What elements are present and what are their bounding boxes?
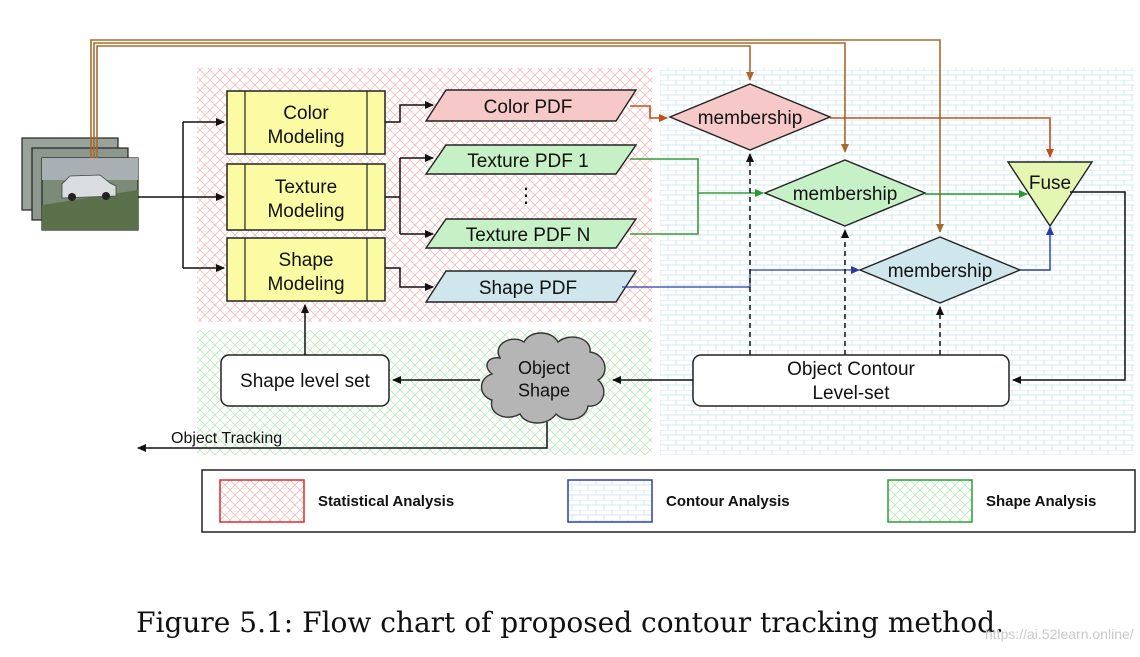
color-pdf-node: Color PDF xyxy=(424,89,638,122)
object-tracking-arrow xyxy=(137,422,548,452)
input-branch-arrows xyxy=(138,118,225,272)
figure-caption: Figure 5.1: Flow chart of proposed conto… xyxy=(136,606,1004,639)
watermark: https://ai.52learn.online/ xyxy=(985,626,1134,642)
legend-statistical-label: Statistical Analysis xyxy=(318,493,454,510)
membership-color-label: membership xyxy=(698,108,803,129)
fuse-to-contour-arrow xyxy=(1012,191,1126,384)
texture-pdf-1-label: Texture PDF 1 xyxy=(467,151,588,172)
contour-feedback-dashed xyxy=(746,153,944,355)
shape-pdf-label: Shape PDF xyxy=(479,278,577,299)
membership-texture-label: membership xyxy=(793,184,898,205)
color-pdf-label: Color PDF xyxy=(484,97,573,118)
legend-contour-label: Contour Analysis xyxy=(666,493,790,510)
membership-shape-to-fuse xyxy=(1020,226,1054,271)
legend: Statistical Analysis Contour Analysis Sh… xyxy=(201,469,1136,533)
object-tracking-label: Object Tracking xyxy=(171,430,282,447)
legend-shape-label: Shape Analysis xyxy=(986,493,1096,510)
modeling-to-pdf-arrows xyxy=(385,101,434,291)
fuse-node: Fuse xyxy=(1006,161,1094,228)
shape-pdf-node: Shape PDF xyxy=(424,270,638,303)
membership-shape-label: membership xyxy=(888,261,993,282)
membership-color-diamond: membership xyxy=(668,83,832,151)
shape-level-set-label: Shape level set xyxy=(240,371,371,392)
legend-shape-swatch xyxy=(887,479,973,523)
video-frames-icon xyxy=(21,137,139,231)
texture-pdf-ellipsis: ⋮ xyxy=(516,185,536,207)
legend-contour-swatch xyxy=(567,479,653,523)
fuse-label: Fuse xyxy=(1029,173,1071,194)
texture-pdf-n-node: Texture PDF N xyxy=(424,218,638,249)
texture-pdf-links xyxy=(630,158,764,235)
membership-shape-diamond: membership xyxy=(858,236,1022,304)
color-pdf-link xyxy=(630,105,668,122)
legend-statistical-swatch xyxy=(219,479,305,523)
membership-texture-diamond: membership xyxy=(763,159,927,227)
frame-feed-lines xyxy=(90,39,944,233)
texture-pdf-1-node: Texture PDF 1 xyxy=(424,144,638,175)
membership-color-to-fuse xyxy=(830,117,1054,158)
shape-level-set-node: Shape level set xyxy=(220,354,390,407)
texture-pdf-n-label: Texture PDF N xyxy=(466,225,591,246)
